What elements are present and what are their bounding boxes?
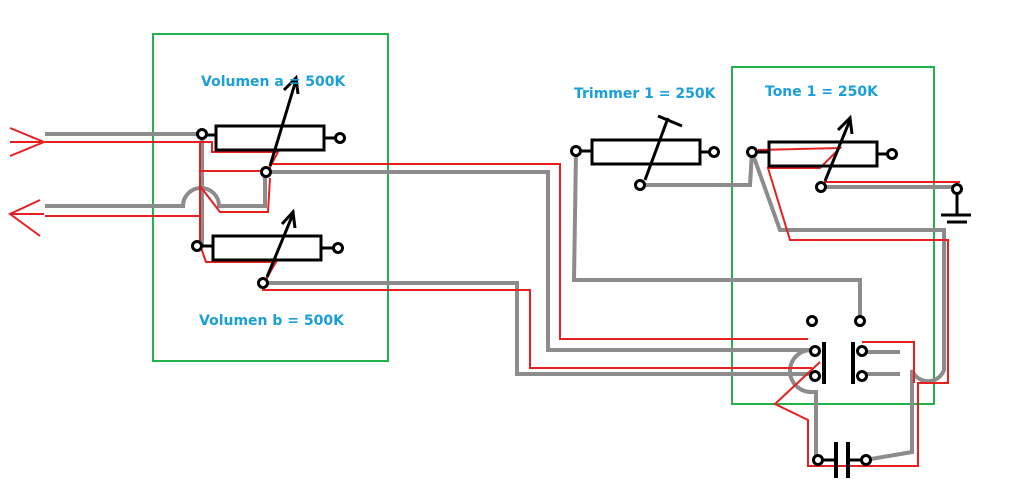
trim-bar	[657, 114, 683, 128]
gray-wire-trimmer-tone	[640, 151, 754, 187]
switch-lug	[809, 345, 821, 357]
gray-wire-volb-wiper	[263, 281, 811, 376]
lug	[334, 132, 346, 144]
lug	[746, 146, 758, 158]
wiper-arrowhead	[280, 208, 297, 229]
switch-icon	[806, 315, 868, 384]
lug	[708, 146, 720, 158]
lug	[196, 128, 208, 140]
gray-wire-trimmer	[571, 150, 862, 320]
lug	[815, 181, 827, 193]
wiper-arrow	[823, 119, 852, 182]
switch-lug	[806, 315, 818, 327]
output-jack	[8, 199, 44, 237]
arrow-left-icon	[8, 199, 44, 237]
wiper-arrowhead	[282, 74, 300, 95]
cap-lug	[860, 454, 872, 466]
trimmer-body	[590, 138, 702, 166]
pot-body	[767, 140, 879, 168]
lug	[257, 277, 269, 289]
wiper-arrowhead	[836, 114, 854, 135]
gray-wire-tone-diag	[750, 151, 946, 462]
lug	[886, 148, 898, 160]
label-volumen-a: Volumen a = 500K	[201, 74, 346, 90]
input-jack	[9, 127, 47, 157]
red-wire-switch	[862, 341, 915, 383]
gray-wires	[45, 132, 956, 462]
tone-box	[731, 66, 935, 405]
gray-wire-output	[45, 172, 267, 208]
wiper-arrow	[265, 213, 295, 278]
cap-lug	[812, 454, 824, 466]
label-trimmer-1: Trimmer 1 = 250K	[574, 86, 716, 102]
lug	[951, 183, 963, 195]
gray-wire-switch-loop	[788, 348, 818, 460]
switch-lug	[856, 370, 868, 382]
pot-volumen-b	[191, 208, 344, 289]
pot-body	[214, 124, 326, 152]
pot-volumen-a	[196, 74, 346, 178]
lug	[570, 145, 582, 157]
ground-icon	[941, 183, 971, 224]
trimmer-1	[570, 114, 720, 191]
red-wire-vola-out	[270, 163, 808, 340]
label-tone-1: Tone 1 = 250K	[765, 84, 878, 100]
wiper-arrow	[268, 79, 298, 167]
components	[191, 74, 971, 478]
trim-line	[643, 117, 670, 181]
red-wire-input	[45, 141, 201, 250]
lug	[634, 179, 646, 191]
gray-wire-vola-wiper	[265, 170, 811, 352]
pot-body	[211, 234, 323, 262]
switch-lug	[809, 370, 821, 382]
volume-box	[152, 33, 389, 362]
switch-lug	[854, 315, 866, 327]
capacitor-icon	[812, 442, 872, 478]
label-volumen-b: Volumen b = 500K	[199, 313, 344, 329]
lug	[191, 240, 203, 252]
pot-tone-1	[746, 114, 898, 193]
switch-lug	[856, 345, 868, 357]
red-wire-vola	[199, 141, 280, 213]
lug	[332, 242, 344, 254]
arrow-right-icon	[9, 127, 47, 157]
gray-wire-switch-mid	[862, 350, 900, 376]
red-wire-tone	[757, 146, 949, 467]
lug	[260, 166, 272, 178]
